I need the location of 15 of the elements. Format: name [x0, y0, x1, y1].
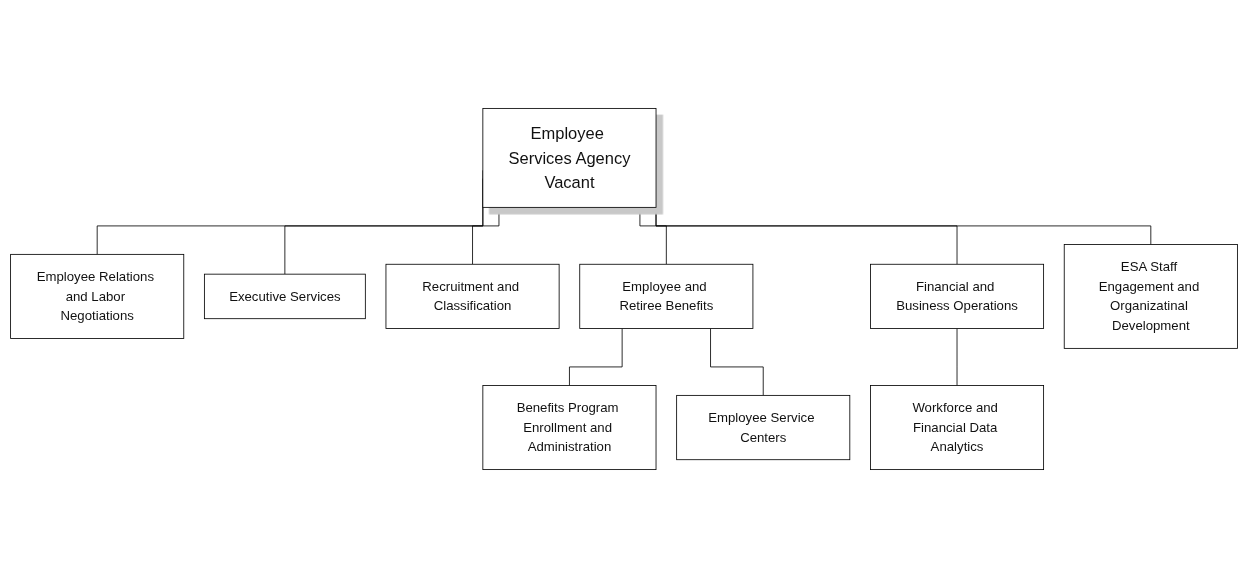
node-box: Workforce and Financial Data Analytics — [870, 385, 1044, 470]
connector — [569, 328, 623, 386]
node-box: Executive Services — [204, 273, 366, 320]
node-box: Employee and Retiree Benefits — [579, 263, 754, 329]
connector — [710, 328, 764, 396]
node-box: ESA Staff Engagement and Organizatinal Development — [1063, 244, 1238, 349]
node-box: Employee Service Centers — [676, 394, 851, 461]
node-box: Financial and Business Operations — [870, 263, 1044, 329]
node-box: Benefits Program Enrollment and Administration — [482, 385, 657, 470]
connector — [472, 206, 500, 265]
node-box: Employee Services Agency Vacant — [482, 108, 657, 208]
node-box: Recruitment and Classification — [385, 263, 560, 329]
connector — [956, 328, 958, 386]
node-box: Employee Relations and Labor Negotiations — [10, 253, 185, 339]
connector — [639, 206, 667, 265]
